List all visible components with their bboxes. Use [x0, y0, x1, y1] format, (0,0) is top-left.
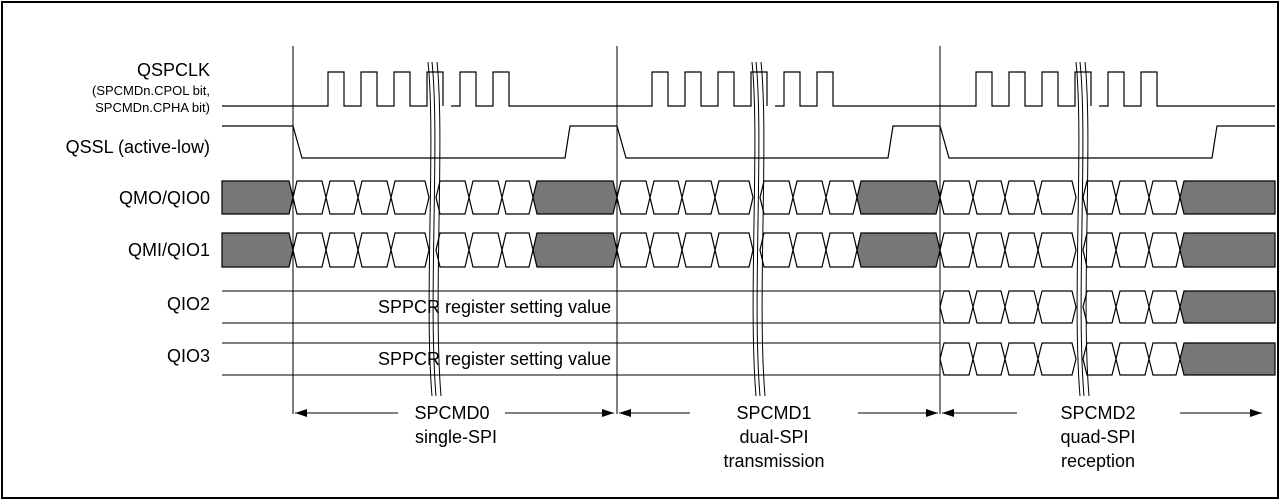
bus-qio3-idle [1179, 342, 1276, 376]
bus-qmi-cell [649, 232, 683, 268]
bus-qio2-cell [939, 290, 974, 324]
bus-qmi-idle [532, 232, 618, 268]
qio2-bus-waveform [939, 290, 1276, 324]
bus-qio3-cell [939, 342, 974, 376]
bus-qio3-cell [1148, 342, 1181, 376]
bus-qio2-cell [1115, 290, 1150, 324]
segment-2-extra: reception [1061, 451, 1135, 471]
bus-qio2-cell [1082, 290, 1117, 324]
qio3-bus-text: SPPCR register setting value [378, 349, 611, 369]
qmo-bus-waveform [221, 180, 1276, 215]
bus-qmo-cell [292, 180, 327, 215]
bus-qio2-cell [1148, 290, 1181, 324]
qmo-label: QMO/QIO0 [119, 188, 210, 208]
bus-qmo-cell [1148, 180, 1181, 215]
segment-arrow-1 [619, 409, 938, 417]
bus-qmi-cell [1037, 232, 1077, 268]
bus-qmo-cell [390, 180, 430, 215]
segment-1-cmd: SPCMD1 [736, 403, 811, 423]
qspclk-waveform [222, 71, 1275, 107]
bus-qmi-cell [792, 232, 827, 268]
bus-qmi-cell [681, 232, 716, 268]
bus-qmi-cell [759, 232, 794, 268]
bus-qmi-cell [468, 232, 503, 268]
qio2-label: QIO2 [167, 294, 210, 314]
bus-qmo-cell [435, 180, 470, 215]
qspclk-label: QSPCLK [137, 60, 210, 80]
segment-0-mode: single-SPI [415, 427, 497, 447]
bus-qmo-idle [532, 180, 618, 215]
segment-2-mode: quad-SPI [1060, 427, 1135, 447]
bus-qmo-cell [501, 180, 534, 215]
bus-qmi-idle-start [221, 232, 294, 268]
bus-qmi-cell [435, 232, 470, 268]
qio2-bus-text: SPPCR register setting value [378, 297, 611, 317]
bus-qmi-idle [1179, 232, 1276, 268]
bus-qmo-cell [939, 180, 974, 215]
bus-qio2-idle [1179, 290, 1276, 324]
bus-qmi-cell [390, 232, 430, 268]
bus-qmi-cell [501, 232, 534, 268]
bus-qio3-cell [1004, 342, 1039, 376]
qspclk-note-cpol: (SPCMDn.CPOL bit, [92, 83, 210, 98]
bus-qmi-cell [1148, 232, 1181, 268]
segment-arrow-0 [295, 409, 614, 417]
qmi-label: QMI/QIO1 [128, 240, 210, 260]
bus-qmo-cell [1115, 180, 1150, 215]
break-mark-2 [1075, 61, 1090, 397]
bus-qmi-cell [972, 232, 1006, 268]
bus-qio2-cell [1037, 290, 1077, 324]
bus-qmi-cell [1115, 232, 1150, 268]
bus-qmo-idle-start [221, 180, 294, 215]
bus-qio3-cell [1082, 342, 1117, 376]
bus-qmi-cell [616, 232, 651, 268]
qssl-label: QSSL (active-low) [66, 137, 210, 157]
segment-arrow-2 [942, 409, 1262, 417]
bus-qmo-cell [649, 180, 683, 215]
bus-qmo-cell [357, 180, 392, 215]
bus-qmi-cell [1004, 232, 1039, 268]
qssl-waveform [222, 125, 1275, 159]
break-mark-1 [751, 61, 766, 397]
segment-0-cmd: SPCMD0 [414, 403, 489, 423]
bus-qmo-cell [792, 180, 827, 215]
bus-qmo-cell [616, 180, 651, 215]
qspclk-note-cpha: SPCMDn.CPHA bit) [95, 100, 210, 115]
bus-qio2-cell [972, 290, 1006, 324]
bus-qmi-cell [714, 232, 754, 268]
bus-qmi-cell [292, 232, 327, 268]
segment-1-extra: transmission [723, 451, 824, 471]
bus-qmi-cell [325, 232, 359, 268]
bus-qmi-cell [1082, 232, 1117, 268]
bus-qmi-cell [357, 232, 392, 268]
bus-qmo-cell [825, 180, 858, 215]
bus-qio3-cell [1115, 342, 1150, 376]
bus-qmi-idle [856, 232, 941, 268]
bus-qio3-cell [972, 342, 1006, 376]
bus-qmo-cell [468, 180, 503, 215]
bus-qmi-cell [825, 232, 858, 268]
bus-qmo-cell [759, 180, 794, 215]
bus-qmi-cell [939, 232, 974, 268]
bus-qmo-cell [714, 180, 754, 215]
bus-qmo-cell [325, 180, 359, 215]
bus-qmo-cell [1004, 180, 1039, 215]
qio3-bus-waveform [939, 342, 1276, 376]
bus-qmo-idle [856, 180, 941, 215]
qio3-label: QIO3 [167, 346, 210, 366]
bus-qmo-cell [972, 180, 1006, 215]
qmi-bus-waveform [221, 232, 1276, 268]
segment-1-mode: dual-SPI [739, 427, 808, 447]
bus-qmo-cell [681, 180, 716, 215]
bus-qio3-cell [1037, 342, 1077, 376]
bus-qmo-idle [1179, 180, 1276, 215]
segment-2-cmd: SPCMD2 [1060, 403, 1135, 423]
break-mark-0 [427, 61, 442, 397]
bus-qio2-cell [1004, 290, 1039, 324]
bus-qmo-cell [1037, 180, 1077, 215]
